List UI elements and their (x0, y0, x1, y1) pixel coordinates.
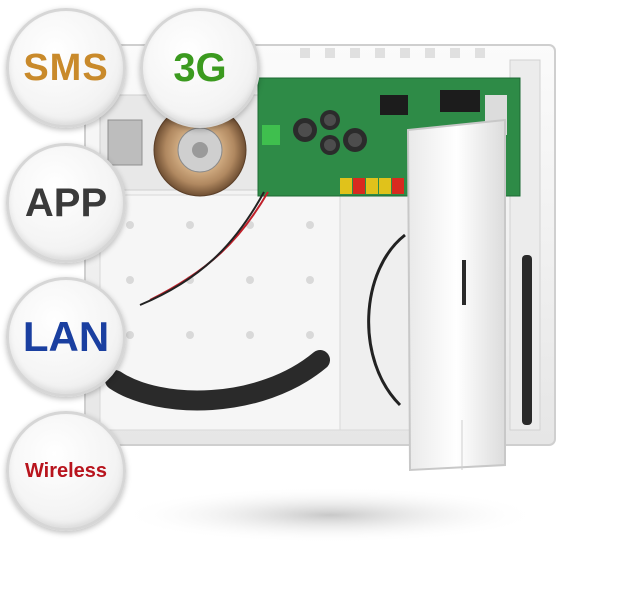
app-badge-label: APP (24, 180, 108, 225)
3g-badge-label: 3G (173, 45, 227, 90)
wireless-badge-label: Wireless (24, 459, 108, 482)
lan-badge: LAN (6, 277, 126, 397)
module-cable (367, 233, 406, 407)
wireless-module (406, 118, 506, 472)
velcro-strap (105, 350, 330, 411)
sms-badge-label: SMS (23, 46, 109, 89)
antenna (522, 255, 532, 425)
3g-badge: 3G (140, 8, 260, 128)
app-badge: APP (6, 143, 126, 263)
transformer (153, 103, 247, 197)
black-wire (139, 191, 265, 306)
lan-badge-label: LAN (22, 313, 110, 360)
sms-badge: SMS (6, 8, 126, 128)
floor-shadow (120, 487, 540, 543)
terminal-block (107, 119, 143, 166)
wireless-badge: Wireless (6, 411, 126, 531)
